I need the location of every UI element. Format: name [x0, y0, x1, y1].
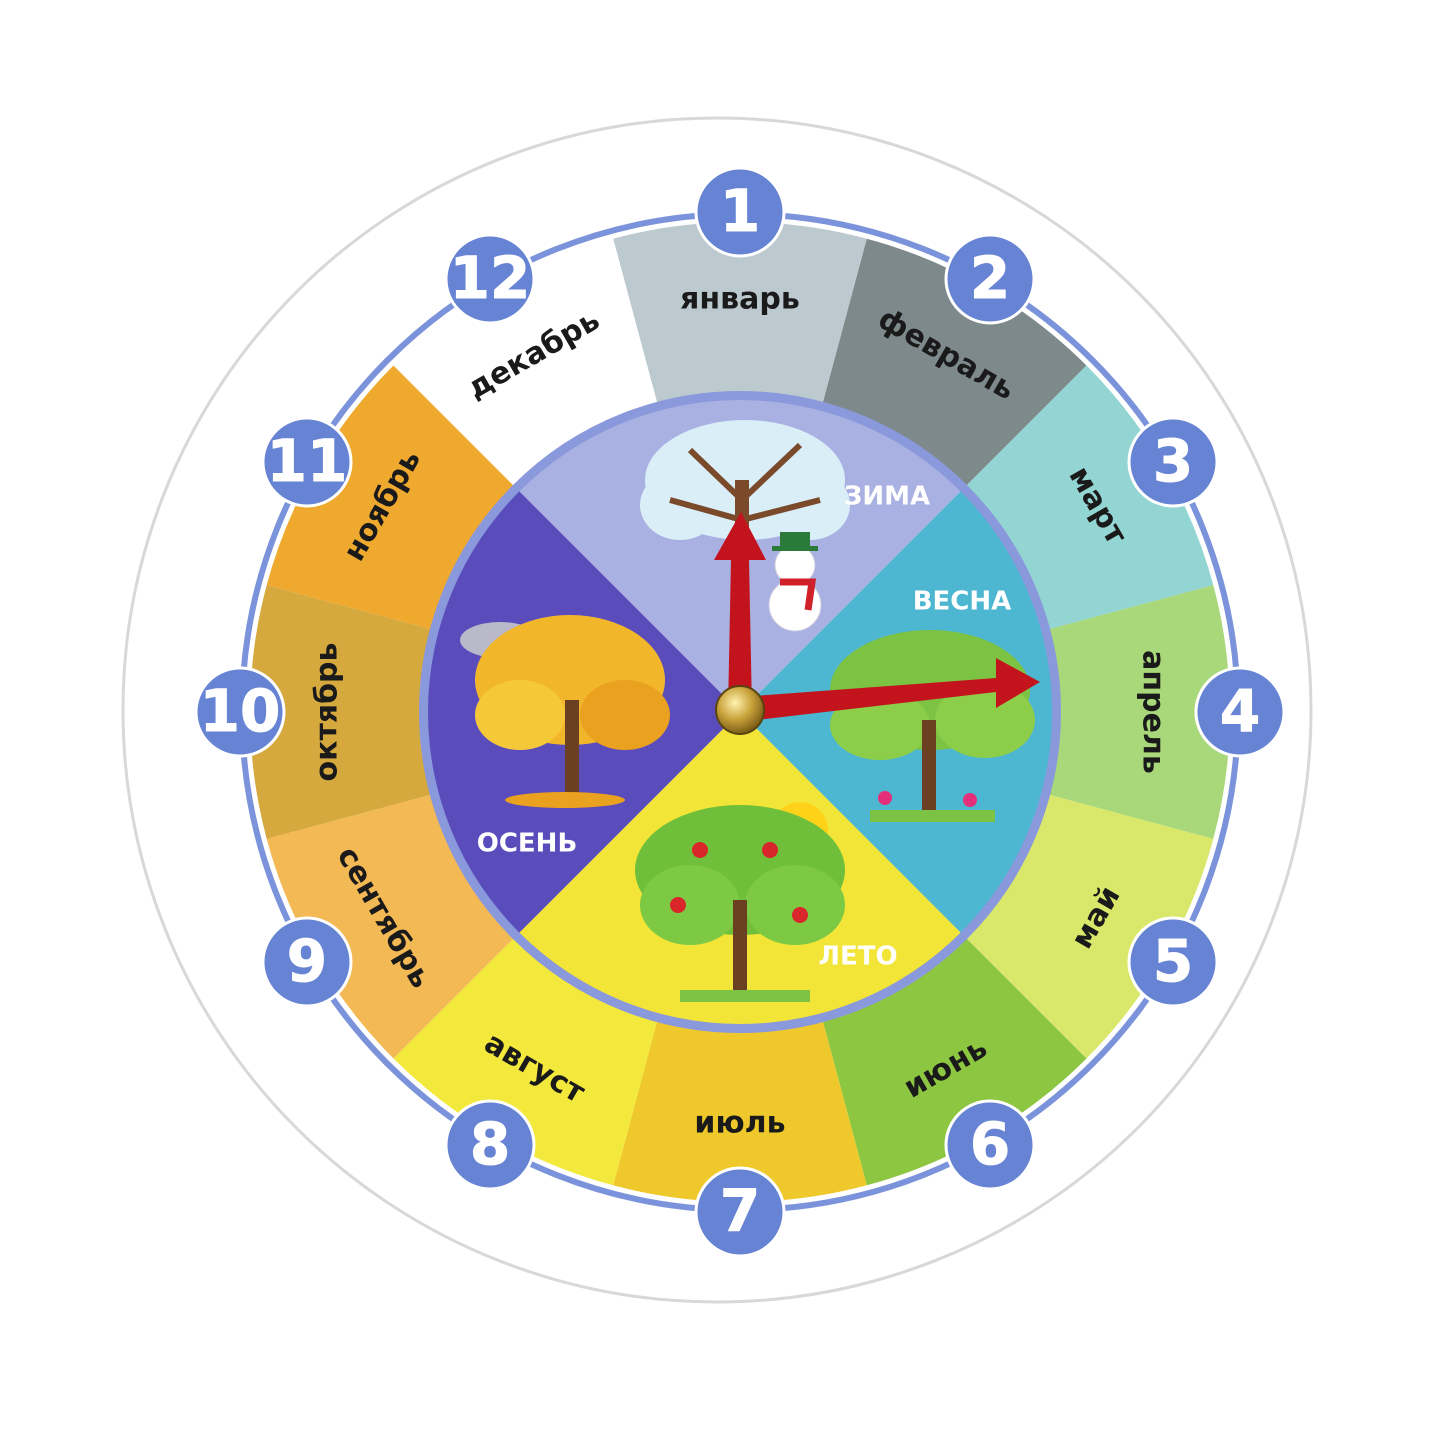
snowman-illustration	[768, 532, 822, 632]
number-label: 6	[970, 1110, 1010, 1178]
month-sector	[964, 794, 1214, 1059]
number-badge: 6	[944, 1099, 1036, 1191]
month-sector	[266, 365, 516, 630]
month-sector	[822, 238, 1087, 488]
season-label: ЛЕТО	[818, 942, 897, 972]
number-label: 7	[720, 1177, 760, 1245]
minute-hand[interactable]	[740, 658, 1040, 722]
season-label: ЗИМА	[844, 482, 930, 512]
number-circle	[694, 1166, 786, 1258]
number-badge: 3	[1127, 416, 1219, 508]
month-label: октябрь	[310, 642, 345, 781]
number-badge: 9	[261, 916, 353, 1008]
number-label: 5	[1153, 927, 1193, 995]
number-label: 4	[1220, 677, 1260, 745]
summer-tree-illustration	[635, 802, 845, 1002]
number-label: 1	[720, 177, 760, 245]
month-sector	[613, 222, 867, 405]
number-badge: 11	[261, 416, 353, 508]
month-label: апрель	[1136, 650, 1171, 774]
hand-pivot	[715, 685, 765, 735]
hour-hand[interactable]	[714, 512, 766, 710]
number-label: 12	[450, 244, 531, 312]
number-circle	[1194, 666, 1286, 758]
season-label: ВЕСНА	[913, 587, 1012, 617]
number-circle	[944, 1099, 1036, 1191]
number-circle	[1127, 416, 1219, 508]
number-badge: 8	[444, 1099, 536, 1191]
number-label: 3	[1153, 427, 1193, 495]
number-badge: 2	[944, 233, 1036, 325]
number-badge: 5	[1127, 916, 1219, 1008]
number-circle	[444, 233, 536, 325]
month-sector	[964, 365, 1214, 630]
number-circle	[261, 916, 353, 1008]
season-label: ОСЕНЬ	[477, 829, 578, 859]
number-badge: 1	[694, 166, 786, 258]
number-label: 9	[287, 927, 327, 995]
month-sector	[393, 238, 658, 488]
number-badge: 12	[444, 233, 536, 325]
number-circle	[444, 1099, 536, 1191]
autumn-tree-illustration	[460, 615, 670, 808]
number-circle	[194, 666, 286, 758]
number-label: 8	[470, 1110, 510, 1178]
number-label: 11	[267, 427, 348, 495]
number-circle	[944, 233, 1036, 325]
month-label: январь	[680, 282, 800, 317]
number-badge: 4	[1194, 666, 1286, 758]
season-border	[419, 391, 1061, 1033]
number-circle	[694, 166, 786, 258]
month-sector	[1047, 585, 1230, 839]
number-circle	[1127, 916, 1219, 1008]
number-label: 2	[970, 244, 1010, 312]
month-sector	[250, 585, 433, 839]
number-badge: 7	[694, 1166, 786, 1258]
month-sector	[266, 794, 516, 1059]
number-circle	[261, 416, 353, 508]
month-label: июль	[694, 1106, 785, 1141]
month-sector	[393, 936, 658, 1186]
month-sectors	[250, 222, 1230, 1202]
spring-tree-illustration	[830, 630, 1035, 822]
season-labels: ЗИМА ВЕСНА ЛЕТО ОСЕНЬ	[477, 482, 1012, 972]
month-sector	[613, 1019, 867, 1202]
month-sector	[822, 936, 1087, 1186]
number-label: 10	[200, 677, 281, 745]
number-badge: 10	[194, 666, 286, 758]
